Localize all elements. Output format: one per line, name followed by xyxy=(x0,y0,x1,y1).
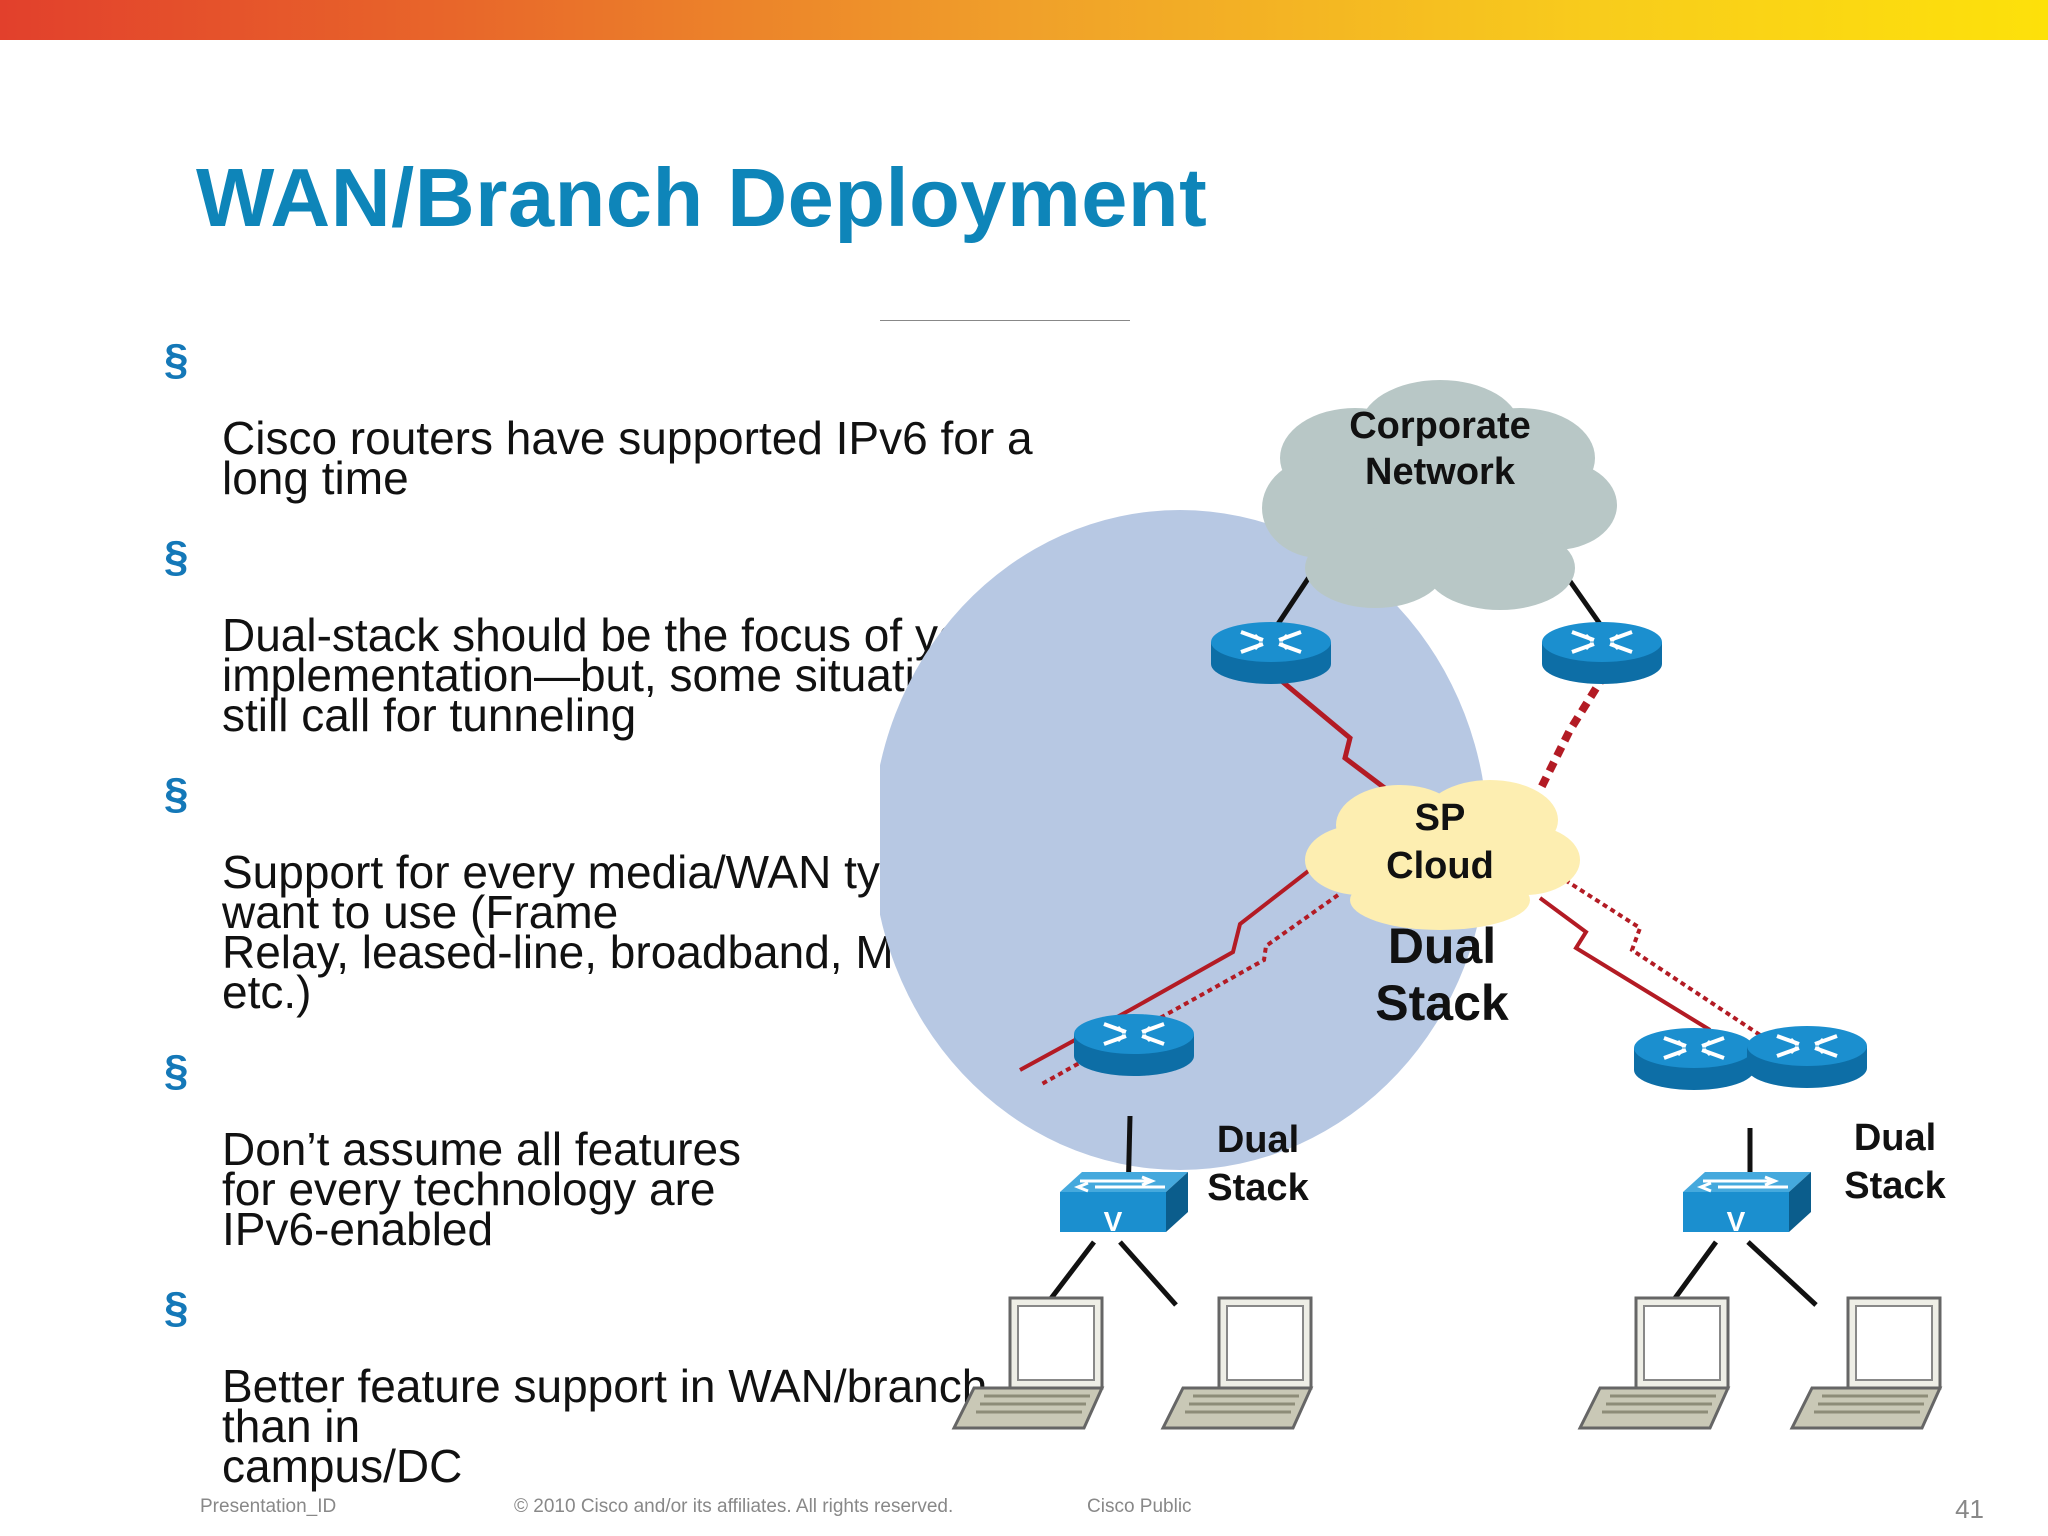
page-number: 41 xyxy=(1955,1494,1984,1524)
laptop-icon xyxy=(1161,1296,1313,1430)
bullet-text: Better feature support in WAN/branch tha… xyxy=(222,1360,988,1492)
corporate-network-cloud xyxy=(1262,380,1617,610)
wan-serial-link-right xyxy=(1538,896,1712,1032)
sp-cloud-label-line2: Cloud xyxy=(1386,845,1494,887)
right-switch-laptop-link-2 xyxy=(1746,1240,1818,1307)
dual-stack-center-label-line2: Stack xyxy=(1375,975,1509,1031)
footer-classification: Cisco Public xyxy=(1087,1496,1192,1517)
corporate-network-label-line1: Corporate xyxy=(1349,405,1531,447)
bullet-text: Dual-stack should be the focus of your i… xyxy=(222,609,1004,741)
left-branch-router-icon xyxy=(1072,1012,1196,1078)
corporate-network-label-line2: Network xyxy=(1365,451,1516,493)
left-branch-switch-icon xyxy=(1058,1170,1190,1234)
bullet-item: § Don’t assume all features for every te… xyxy=(164,1046,1094,1253)
laptop-icon xyxy=(1790,1296,1942,1430)
wan-tunnel-link-top xyxy=(1536,671,1609,792)
right-switch-laptop-link-1 xyxy=(1667,1240,1719,1307)
footer-presentation-id: Presentation_ID xyxy=(200,1496,337,1517)
right-branch-switch-icon xyxy=(1681,1170,1813,1234)
laptop-icon xyxy=(1578,1296,1730,1430)
corporate-router-left-icon xyxy=(1209,620,1333,686)
bullet-text: Don’t assume all features for every tech… xyxy=(222,1123,742,1255)
right-branch-label-line2: Stack xyxy=(1844,1165,1946,1207)
bullet-marker: § xyxy=(164,335,189,384)
bullet-item: § Cisco routers have supported IPv6 for … xyxy=(164,335,1094,502)
top-gradient-bar xyxy=(0,0,2048,40)
right-switch-letter: V xyxy=(1727,1206,1746,1237)
dual-stack-region xyxy=(880,510,1488,1170)
left-switch-laptop-link-2 xyxy=(1118,1240,1178,1307)
right-branch-router-2-icon xyxy=(1745,1024,1869,1090)
bullet-marker: § xyxy=(164,1283,189,1332)
right-branch-label-line1: Dual xyxy=(1854,1117,1936,1159)
left-switch-laptop-link-1 xyxy=(1044,1240,1096,1307)
bullet-marker: § xyxy=(164,769,189,818)
sp-cloud xyxy=(1305,780,1580,930)
slide-title: WAN/Branch Deployment xyxy=(196,151,1208,244)
bullet-item: § Dual-stack should be the focus of your… xyxy=(164,532,1094,739)
laptop-icon xyxy=(952,1296,1104,1430)
right-branch-router-1-icon xyxy=(1632,1026,1756,1092)
left-switch-letter: V xyxy=(1104,1206,1123,1237)
bullet-text: Cisco routers have supported IPv6 for a … xyxy=(222,412,1033,504)
footer-copyright: © 2010 Cisco and/or its affiliates. All … xyxy=(514,1496,954,1517)
corporate-router-right-icon xyxy=(1540,620,1664,686)
bullet-marker: § xyxy=(164,1046,189,1095)
left-branch-label-line1: Dual xyxy=(1217,1119,1299,1161)
wan-serial-link-top xyxy=(1276,676,1392,794)
wan-tunnel-link-right xyxy=(1563,878,1762,1037)
left-branch-label-line2: Stack xyxy=(1207,1167,1309,1209)
bullet-marker: § xyxy=(164,532,189,581)
dual-stack-center-label-line1: Dual xyxy=(1388,918,1496,974)
sp-cloud-label-line1: SP xyxy=(1415,797,1466,839)
network-diagram: Corporate Network SP Cloud Dual Stack V … xyxy=(880,320,1947,1430)
bullet-item: § Better feature support in WAN/branch t… xyxy=(164,1283,1094,1490)
